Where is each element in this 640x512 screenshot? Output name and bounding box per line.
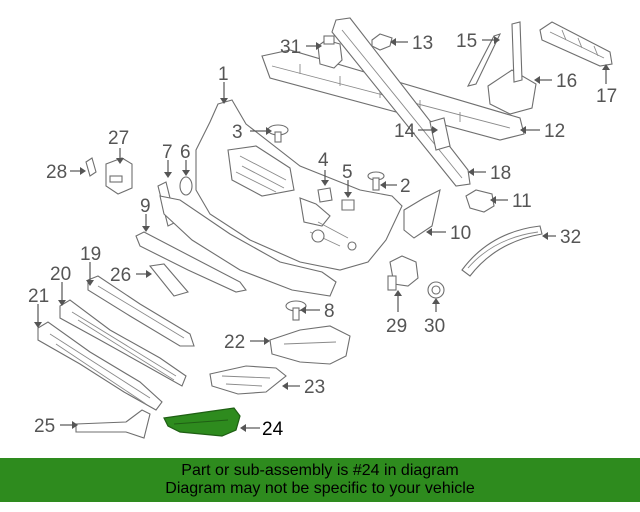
- callout-16: 16: [556, 71, 577, 92]
- part-1-bumper-cover: [195, 99, 403, 271]
- part-9-spoiler: [135, 231, 247, 293]
- part-13-clip: [371, 33, 393, 51]
- callout-25: 25: [34, 416, 55, 437]
- callout-7: 7: [162, 142, 173, 163]
- part-11-bracket: [465, 189, 495, 213]
- part-29-sensor: [387, 255, 419, 291]
- callout-20: 20: [50, 264, 71, 285]
- callout-2: 2: [400, 176, 411, 197]
- part-17-bracket: [539, 21, 613, 67]
- callout-17: 17: [596, 86, 617, 107]
- callout-27: 27: [108, 128, 129, 149]
- callout-29: 29: [386, 316, 407, 337]
- callout-11: 11: [512, 191, 532, 212]
- part-5-cover: [341, 199, 355, 211]
- callout-13: 13: [412, 33, 433, 54]
- callout-1: 1: [218, 64, 229, 85]
- part-28-cap: [85, 157, 97, 177]
- callout-14: 14: [394, 121, 416, 142]
- part-19-grille: [87, 275, 195, 347]
- part-14-bracket: [429, 117, 451, 151]
- part-22-bracket: [269, 325, 351, 365]
- part-32-wheel-arch: [461, 225, 543, 277]
- part-24-highlighted: [163, 407, 241, 437]
- callout-labels: 1 2 3 4 5 6 7 8 9 10 11 12 13 14 15 16 1…: [28, 31, 617, 440]
- part-4-cover: [317, 187, 333, 203]
- part-30-ring: [427, 281, 445, 299]
- exploded-parts-diagram: 1 2 3 4 5 6 7 8 9 10 11 12 13 14 15 16 1…: [28, 17, 617, 440]
- callout-12: 12: [544, 121, 565, 142]
- callout-32: 32: [560, 227, 581, 248]
- callout-26: 26: [110, 265, 131, 286]
- callout-10: 10: [450, 223, 471, 244]
- notice-line-1: Part or sub-assembly is #24 in diagram: [181, 462, 459, 479]
- callout-5: 5: [342, 162, 353, 183]
- callout-4: 4: [318, 150, 329, 171]
- callout-9: 9: [140, 196, 151, 217]
- part-2-clip: [367, 171, 385, 191]
- diagram-notice-banner: Part or sub-assembly is #24 in diagram D…: [0, 458, 640, 502]
- callout-22: 22: [224, 332, 245, 353]
- part-lower-lip: [159, 195, 337, 297]
- part-3-clip: [267, 124, 289, 143]
- part-15-bracket: [466, 33, 502, 87]
- callout-24: 24: [262, 419, 284, 440]
- leader-lines: [34, 36, 610, 432]
- part-6-grommet: [179, 176, 193, 196]
- part-26-plate: [148, 263, 189, 297]
- callout-3: 3: [232, 122, 243, 143]
- callout-31: 31: [280, 37, 301, 58]
- part-21-grille: [37, 321, 163, 411]
- callout-8: 8: [324, 301, 335, 322]
- part-10-bracket: [403, 188, 441, 239]
- part-25-strip: [75, 409, 151, 439]
- notice-line-2: Diagram may not be specific to your vehi…: [165, 480, 475, 497]
- callout-28: 28: [46, 162, 67, 183]
- part-23-trim: [209, 365, 287, 395]
- callout-30: 30: [424, 316, 445, 337]
- callout-23: 23: [304, 377, 325, 398]
- callout-6: 6: [180, 142, 191, 163]
- part-16-bracket: [487, 21, 537, 115]
- part-20-grille: [59, 299, 187, 387]
- part-31-sensor: [317, 35, 343, 69]
- callout-18: 18: [490, 163, 511, 184]
- part-27-housing: [105, 157, 133, 195]
- callout-21: 21: [28, 286, 49, 307]
- callout-19: 19: [80, 244, 101, 265]
- callout-15: 15: [456, 31, 477, 52]
